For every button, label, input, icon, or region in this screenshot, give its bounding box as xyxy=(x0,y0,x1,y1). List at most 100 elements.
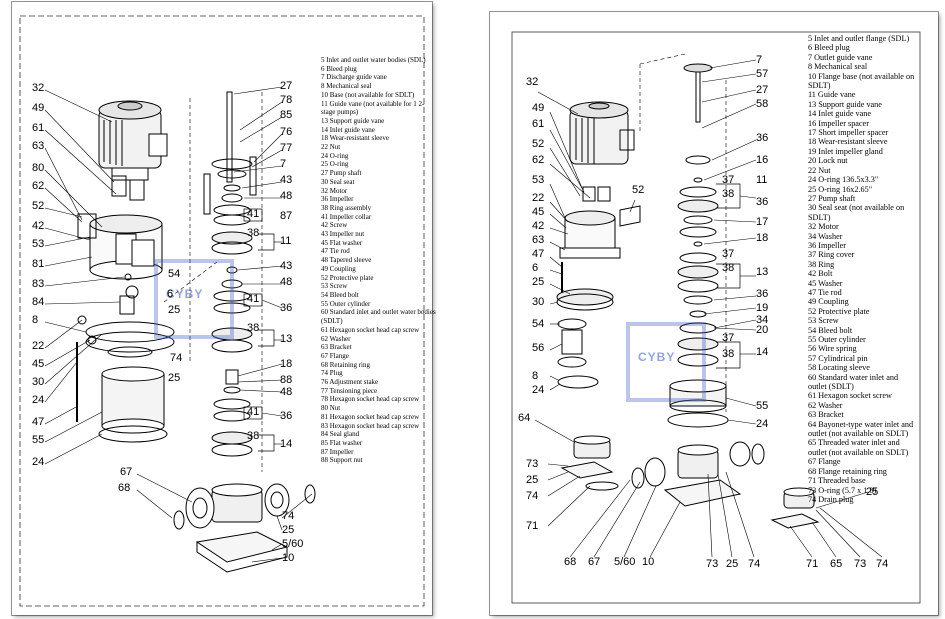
part-callout: 47 xyxy=(532,248,545,260)
legend-entry: 27 Pump shaft xyxy=(321,169,362,178)
legend-entry: 48 Tapered sleeve xyxy=(321,256,372,265)
part-callout: 32 xyxy=(526,76,539,88)
legend-entry: outlet (SDLT) xyxy=(808,382,854,392)
legend-entry: 45 Flat washer xyxy=(321,238,363,247)
part-callout: 10 xyxy=(282,552,295,564)
legend-entry: 62 Washer xyxy=(321,334,351,343)
part-callout: 36 xyxy=(280,410,293,422)
part-callout: 71 xyxy=(526,520,539,532)
legend-entry: 24 O-ring 136.5x3.3" xyxy=(808,175,879,185)
part-callout: 37 xyxy=(722,174,735,186)
watermark-logo-b: CYBY xyxy=(626,322,706,402)
part-callout: 25 xyxy=(168,372,181,384)
legend-entry: 14 Inlet guide vane xyxy=(808,109,871,119)
part-callout: 78 xyxy=(280,94,293,106)
legend-entry: 37 Ring cover xyxy=(808,250,855,260)
legend-entry: 18 Wear-resistant sleeve xyxy=(808,137,888,147)
part-callout: 22 xyxy=(32,340,45,352)
part-callout: 43 xyxy=(280,174,293,186)
legend-entry: 57 Cylindrical pin xyxy=(808,353,868,363)
part-callout: 41 xyxy=(247,293,260,305)
part-callout: 49 xyxy=(32,102,45,114)
legend-entry: 30 Seal seat (not available on xyxy=(808,203,905,213)
watermark-text-b: CYBY xyxy=(638,350,676,364)
part-callout: 63 xyxy=(32,140,45,152)
part-callout: 6 xyxy=(532,262,539,274)
part-callout: 63 xyxy=(532,234,545,246)
part-callout: 61 xyxy=(32,122,45,134)
pump-base-drawing xyxy=(173,483,316,573)
part-callout: 68 xyxy=(118,482,131,494)
legend-entry: 14 Inlet guide vane xyxy=(321,125,375,134)
part-callout: 24 xyxy=(32,456,45,468)
legend-entry: 77 Tensioning piece xyxy=(321,386,378,395)
legend-entry: 11 Guide vane xyxy=(808,90,856,100)
part-callout: 5/60 xyxy=(282,538,304,550)
legend-entry: 47 Tie rod xyxy=(808,287,842,297)
legend-entry: 36 Impeller xyxy=(808,240,846,250)
pump-base-drawing-b xyxy=(631,441,765,507)
legend-entry: 5 Inlet and outlet water bodies (SDL) xyxy=(321,56,426,64)
part-callout: 10 xyxy=(642,556,655,568)
part-callout: 14 xyxy=(756,346,769,358)
threaded-inlet-drawing xyxy=(770,487,820,529)
legend-entry: 65 Threaded water inlet and xyxy=(808,438,900,448)
part-callout: 38 xyxy=(722,262,735,274)
part-callout: 27 xyxy=(756,84,769,96)
part-callout: 57 xyxy=(756,68,769,80)
part-callout: 13 xyxy=(756,266,769,278)
legend-entry: outlet (not available on SDLT) xyxy=(808,447,909,457)
legend-entry: 6 Bleed plug xyxy=(321,64,357,73)
legend-entry: 67 Flange xyxy=(808,457,841,467)
legend-entry: 63 Bracket xyxy=(321,343,352,352)
part-callout: 24 xyxy=(532,384,545,396)
part-callout: 42 xyxy=(532,220,545,232)
part-callout: 14 xyxy=(280,438,293,450)
part-callout: 8 xyxy=(532,370,539,382)
legend-entry: 17 Short impeller spacer xyxy=(808,128,889,138)
part-callout: 24 xyxy=(32,394,45,406)
legend-entry: 32 Motor xyxy=(808,222,839,232)
part-callout: 68 xyxy=(564,556,577,568)
legend-entry: 80 Nut xyxy=(321,404,341,413)
bracket-drawing-b xyxy=(559,186,641,259)
part-callout: 41 xyxy=(247,208,260,220)
legend-entry: 53 Screw xyxy=(321,282,348,291)
legend-entry: 58 Locating sleeve xyxy=(808,363,870,373)
part-callout: 53 xyxy=(532,174,545,186)
part-callout: 73 xyxy=(706,558,719,570)
legend-entry: 52 Protective plate xyxy=(808,306,870,316)
legend-entry: 49 Coupling xyxy=(808,297,849,307)
legend-entry: 71 Threaded base xyxy=(808,476,866,486)
legend-entry: 5 Inlet and outlet flange (SDL) xyxy=(808,34,910,43)
legend-entry: 42 Screw xyxy=(321,221,348,230)
part-callout: 8 xyxy=(32,314,39,326)
part-callout: 48 xyxy=(280,190,293,202)
part-callout: 74 xyxy=(526,490,539,502)
motor-drawing-b xyxy=(569,101,635,165)
legend-entry: 74 Plug xyxy=(321,369,343,378)
legend-entry: 60 Standard water inlet and xyxy=(808,372,899,382)
legend-entry: 87 Impeller xyxy=(321,447,354,456)
part-callout: 58 xyxy=(756,98,769,110)
part-callout: 13 xyxy=(280,333,293,345)
legend-entry: 7 Discharge guide vane xyxy=(321,73,387,82)
legend-entry: 6 Bleed plug xyxy=(808,43,850,53)
part-callout: 24 xyxy=(756,418,769,430)
part-callout: 52 xyxy=(632,184,645,196)
legend-entry: 85 Flat washer xyxy=(321,438,363,447)
part-callout: 74 xyxy=(282,510,295,522)
legend-entry: (SDLT) xyxy=(321,317,343,326)
legend-entry: 62 Washer xyxy=(808,400,843,410)
legend-entry: SDLT) xyxy=(808,81,831,91)
shaft-column-drawing-b xyxy=(667,63,729,428)
part-callout: 85 xyxy=(280,109,293,121)
part-callout: 36 xyxy=(756,196,769,208)
bayonet-inlet-drawing xyxy=(560,435,619,491)
legend-entry: 45 Washer xyxy=(808,278,843,288)
legend-entry: 13 Support guide vane xyxy=(808,99,882,109)
legend-entry: 10 Base (not available for SDLT) xyxy=(321,90,415,99)
exploded-diagram-sheet-a: CYBY 5 Inlet and outlet water bodies (SD… xyxy=(12,2,436,615)
legend-entry: outlet (not available on SDLT) xyxy=(808,429,909,439)
part-callout: 53 xyxy=(32,238,45,250)
